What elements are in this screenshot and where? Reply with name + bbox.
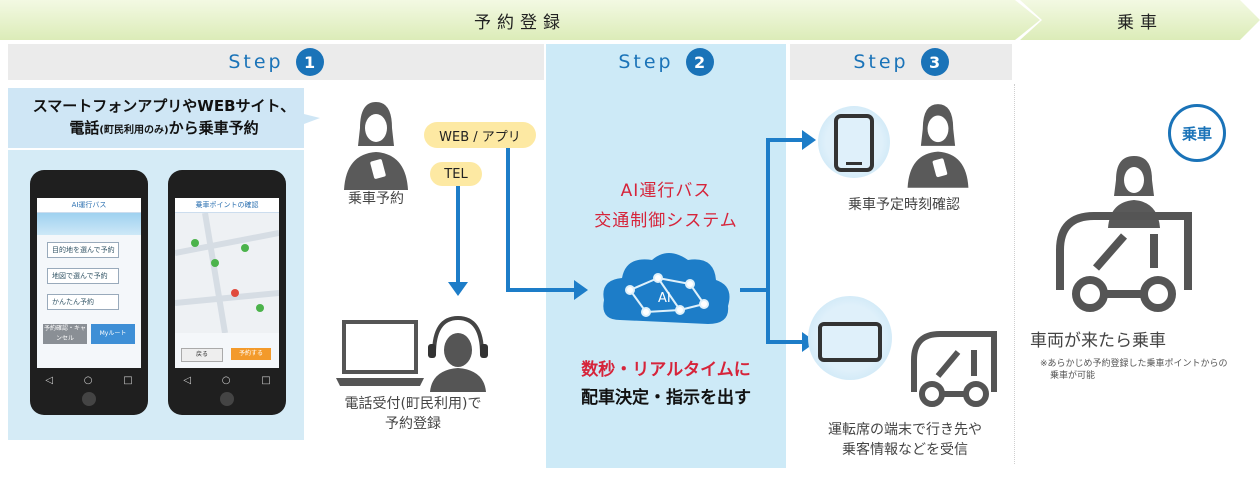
app-title: AI運行バス: [37, 198, 141, 213]
callout-line2: 電話(町民利用のみ)から乗車予約: [69, 118, 259, 137]
step2-number: 2: [685, 48, 714, 76]
arrow-right-icon: [802, 130, 816, 150]
vehicle-icon: [911, 331, 997, 407]
app-btn-destination[interactable]: 目的地を選んで予約: [47, 242, 119, 258]
map-pin-icon: [241, 244, 249, 252]
branch-arrow-stem: [740, 288, 768, 292]
app-btn-map[interactable]: 地図で選んで予約: [47, 268, 119, 284]
map-reserve-button[interactable]: 予約する: [231, 348, 271, 360]
dispatch-line1: 数秒・リアルタイムに: [581, 360, 751, 380]
web-arrow-line-horizontal: [506, 288, 576, 292]
callout-line1: スマートフォンアプリやWEBサイト、: [32, 96, 296, 115]
map-view: [175, 213, 279, 333]
branch-arrow-top: [766, 138, 804, 142]
system-name: AI運行バス 交通制御システム: [594, 181, 738, 231]
step1-callout: スマートフォンアプリやWEBサイト、 電話(町民利用のみ)から乗車予約: [8, 88, 320, 148]
step2-word: Step: [618, 51, 674, 73]
tel-arrow-line: [456, 186, 460, 284]
phone-app-map: 乗車ポイントの確認 戻る 予約する ◁○□: [168, 170, 286, 415]
phone-app-map-screen: 乗車ポイントの確認 戻る 予約する: [175, 198, 279, 368]
dispatch-line2: 配車決定・指示を出す: [581, 388, 751, 408]
map-pin-icon: [256, 304, 264, 312]
app-btn-myroute[interactable]: Myルート: [91, 324, 135, 344]
step2-header: Step 2: [546, 44, 786, 80]
phase-banner-boarding: 乗車: [1020, 0, 1260, 40]
phone-home-button: [82, 392, 96, 406]
boarding-badge: 乗車: [1168, 104, 1226, 162]
reserve-label: 乗車予約: [348, 191, 404, 207]
map-back-button[interactable]: 戻る: [181, 348, 223, 362]
arrow-down-icon: [448, 282, 468, 296]
person-with-phone-icon: [907, 104, 969, 188]
map-pin-icon: [211, 259, 219, 267]
map-pin-icon: [231, 289, 239, 297]
passenger-in-vehicle-icon: [1056, 156, 1192, 312]
boarding-divider: [1014, 84, 1015, 464]
map-header: 乗車ポイントの確認: [175, 198, 279, 213]
boarding-note: ※あらかじめ予約登録した乗車ポイントからの 乗車が可能: [1040, 359, 1228, 381]
app-btn-easy[interactable]: かんたん予約: [47, 294, 119, 310]
phone-reception-label: 電話受付(町民利用)で 予約登録: [344, 396, 482, 432]
phase-banner-reservation: 予約登録: [0, 0, 1040, 40]
phase-title-boarding: 乗車: [1117, 12, 1163, 33]
tel-pill: TEL: [430, 162, 482, 186]
step3-header: Step 3: [790, 44, 1012, 80]
phase-title-reservation: 予約登録: [474, 12, 566, 33]
app-btn-cancel[interactable]: 予約確認・キャンセル: [43, 324, 87, 344]
boarding-caption: 車両が来たら乗車: [1030, 331, 1166, 351]
step3-number: 3: [920, 48, 949, 76]
call-center-operator-icon: [336, 316, 488, 392]
terminal-label: 運転席の端末で行き先や 乗客情報などを受信: [828, 422, 982, 458]
phone-nav-bar: ◁○□: [183, 375, 271, 386]
map-pin-icon: [191, 239, 199, 247]
arrow-right-icon: [574, 280, 588, 300]
phone-app-home: AI運行バス 目的地を選んで予約 地図で選んで予約 かんたん予約 予約確認・キャ…: [30, 170, 148, 415]
ai-cloud-icon: AI: [603, 253, 730, 324]
time-confirm-label: 乗車予定時刻確認: [848, 197, 960, 213]
person-with-phone-icon: [344, 102, 408, 190]
dispatch-text: 数秒・リアルタイムに 配車決定・指示を出す: [546, 356, 786, 412]
phone-nav-bar: ◁○□: [45, 375, 133, 386]
tablet-terminal-icon: [818, 322, 882, 362]
smartphone-icon: [834, 114, 874, 172]
step3-word: Step: [853, 51, 909, 73]
web-arrow-line-vertical: [506, 148, 510, 292]
step1-word: Step: [228, 51, 284, 73]
step1-number: 1: [295, 48, 324, 76]
web-app-pill: WEB / アプリ: [424, 122, 536, 148]
branch-arrow-bottom: [766, 340, 804, 344]
phone-app-home-screen: AI運行バス 目的地を選んで予約 地図で選んで予約 かんたん予約 予約確認・キャ…: [37, 198, 141, 368]
branch-arrow-vertical: [766, 138, 770, 344]
ai-text: AI: [658, 291, 671, 306]
phone-home-button: [220, 392, 234, 406]
app-cityscape-image: [37, 213, 141, 235]
step1-header: Step 1: [8, 44, 544, 80]
